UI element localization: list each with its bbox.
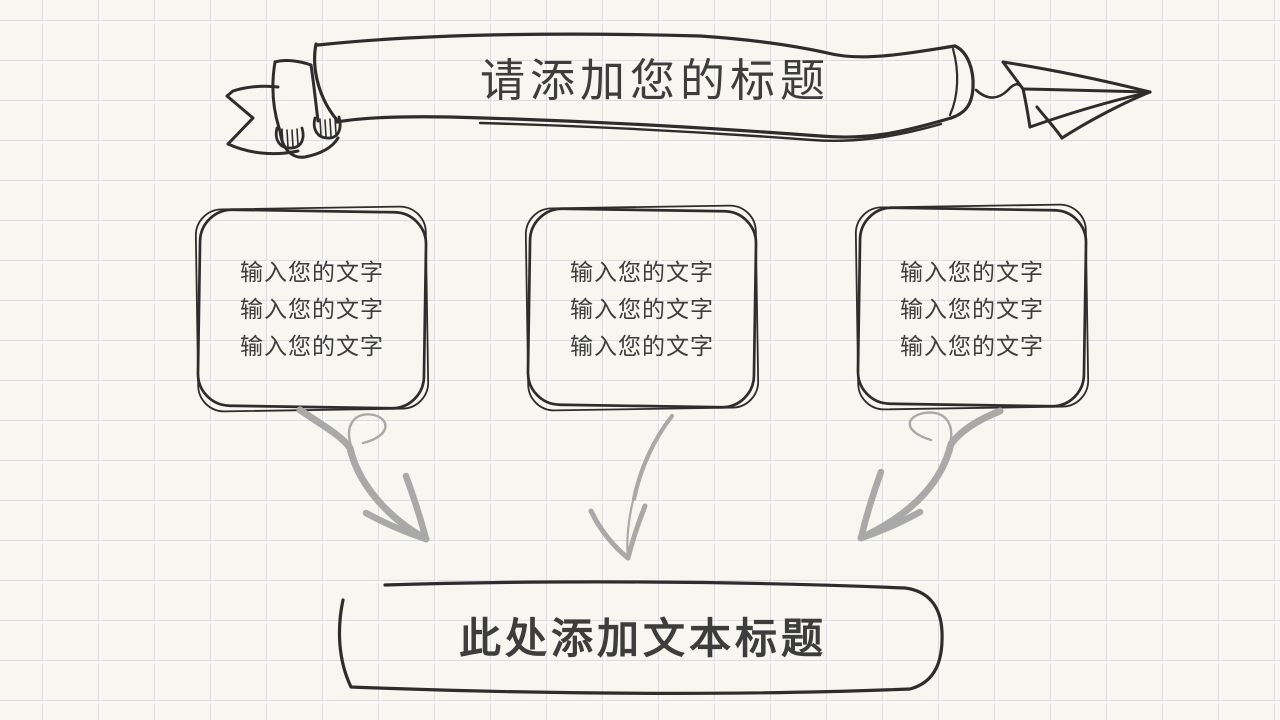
slide-title[interactable]: 请添加您的标题: [479, 56, 830, 106]
text-box-3[interactable]: 输入您的文字 输入您的文字 输入您的文字: [857, 254, 1087, 365]
text-line: 输入您的文字: [570, 333, 714, 359]
ribbon-tail: [225, 59, 340, 159]
text-line: 输入您的文字: [240, 259, 384, 285]
text-line: 输入您的文字: [900, 333, 1044, 359]
ribbon-banner: [225, 32, 1025, 159]
bottom-title[interactable]: 此处添加文本标题: [458, 615, 827, 662]
sketch-box-outline-3: [854, 203, 1090, 411]
text-box-1[interactable]: 输入您的文字 输入您的文字 输入您的文字: [197, 254, 427, 365]
arrow-doodle-middle: [588, 413, 675, 561]
paper-plane-icon: [1001, 60, 1152, 140]
ribbon-roll-icon: [274, 115, 342, 150]
bottom-title-box-outline: [337, 580, 944, 695]
text-box-2[interactable]: 输入您的文字 输入您的文字 输入您的文字: [527, 254, 757, 365]
sketch-box-outline-2: [524, 204, 760, 412]
text-line: 输入您的文字: [900, 259, 1044, 285]
arrow-doodle-left: [296, 406, 430, 543]
text-line: 输入您的文字: [900, 296, 1044, 322]
arrow-doodle-right: [857, 407, 1004, 542]
text-line: 输入您的文字: [570, 259, 714, 285]
text-line: 输入您的文字: [240, 296, 384, 322]
text-line: 输入您的文字: [240, 333, 384, 359]
sketch-box-outline-1: [194, 205, 430, 413]
text-line: 输入您的文字: [570, 296, 714, 322]
